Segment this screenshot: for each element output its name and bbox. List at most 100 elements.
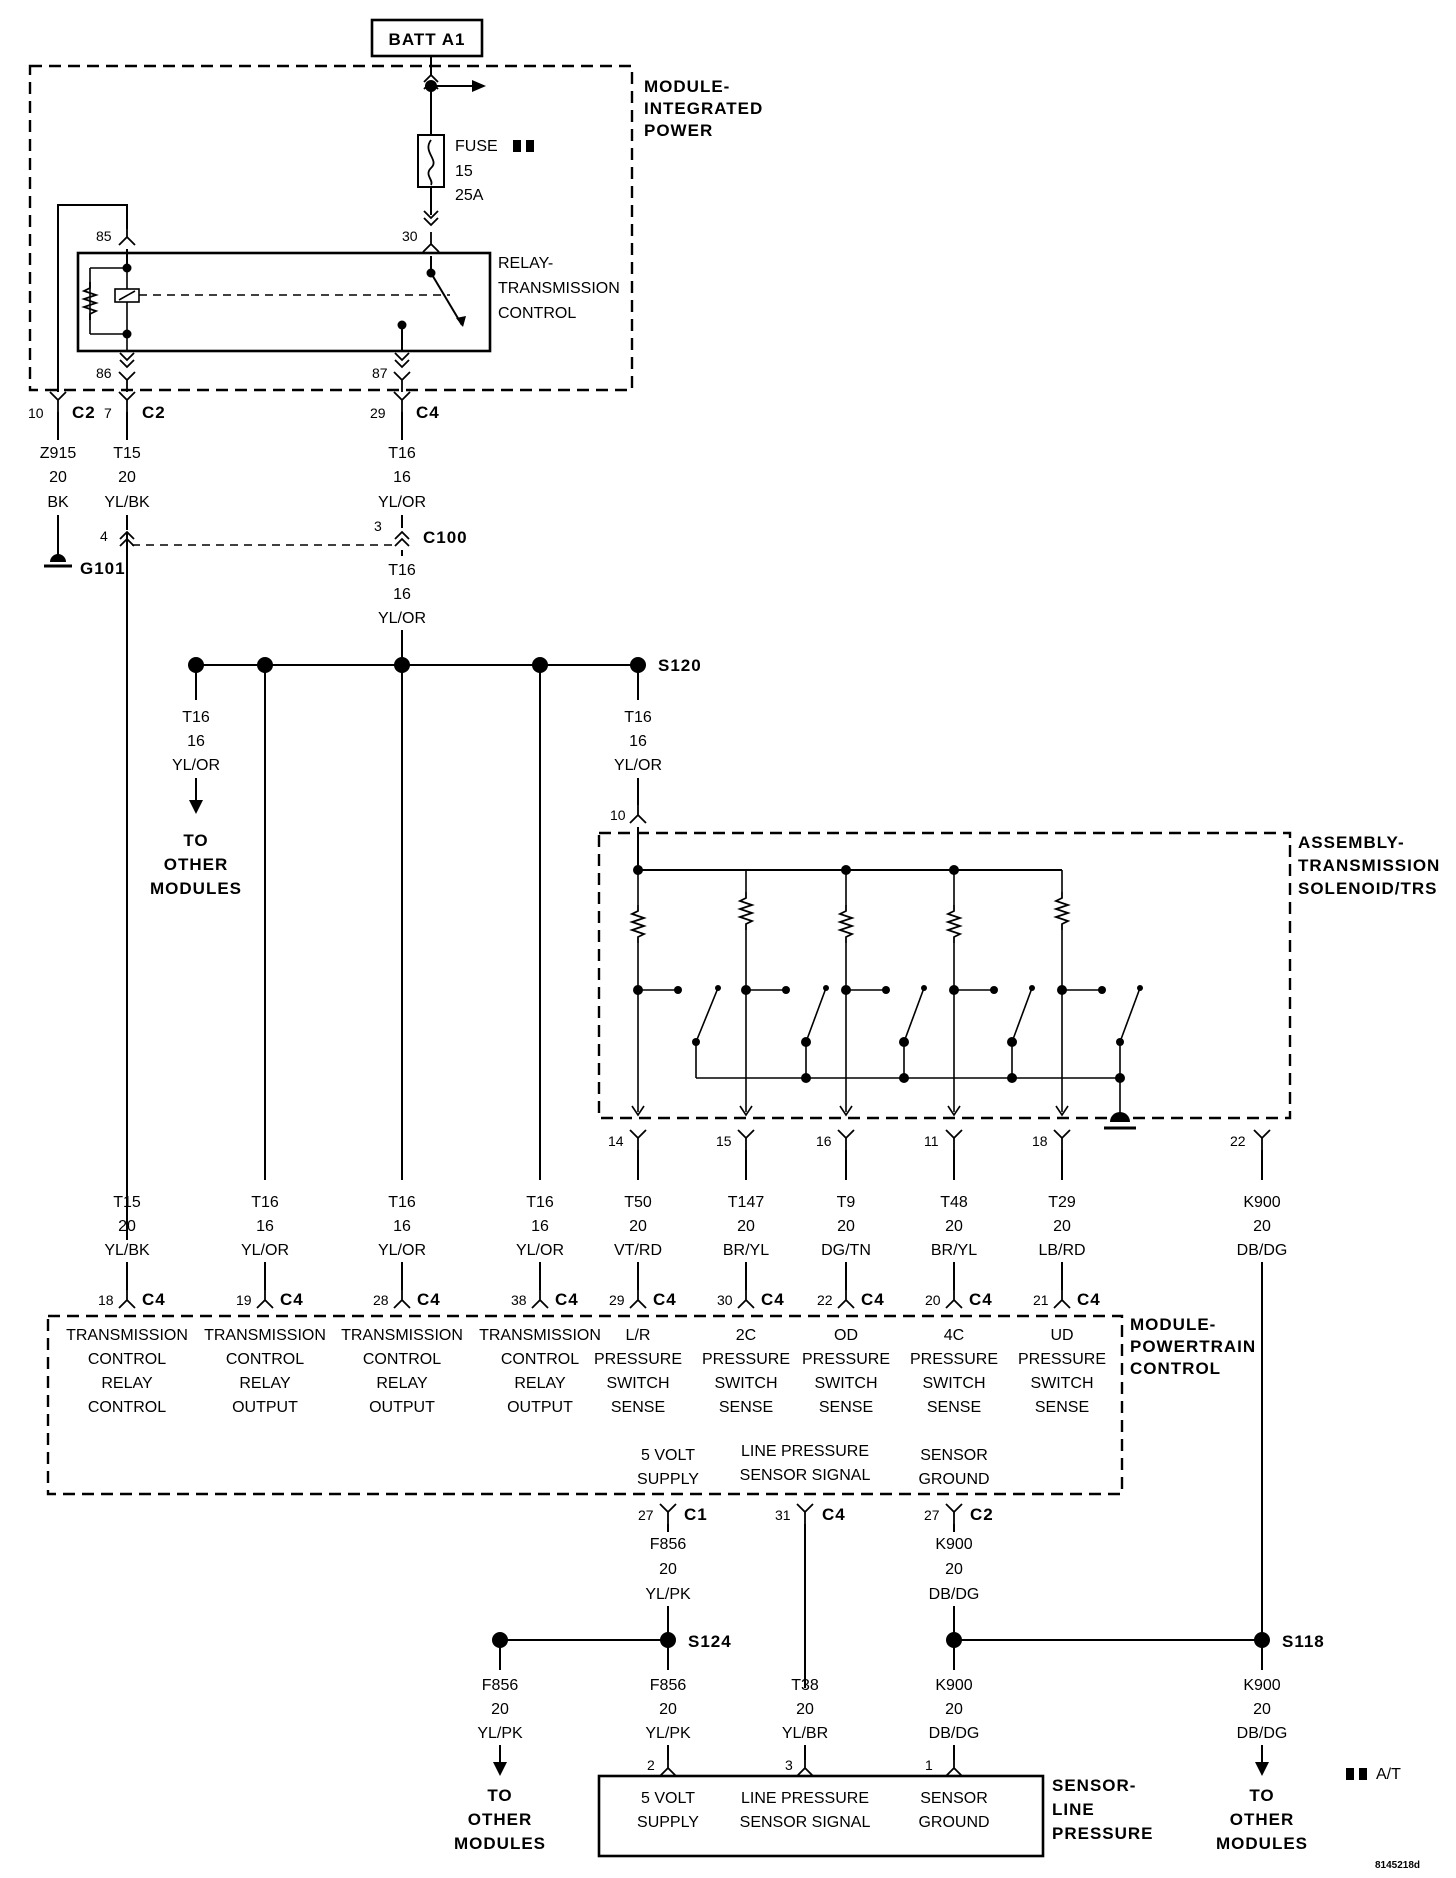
svg-text:SUPPLY: SUPPLY xyxy=(637,1471,699,1488)
svg-text:SENSE: SENSE xyxy=(1035,1399,1089,1416)
svg-text:OUTPUT: OUTPUT xyxy=(369,1399,435,1416)
svg-text:UD: UD xyxy=(1050,1327,1073,1344)
svg-text:INTEGRATED: INTEGRATED xyxy=(644,99,763,118)
svg-text:YL/BK: YL/BK xyxy=(104,494,150,511)
svg-text:K900: K900 xyxy=(935,1536,972,1553)
svg-text:LB/RD: LB/RD xyxy=(1038,1242,1085,1259)
svg-text:FUSE: FUSE xyxy=(455,138,498,155)
svg-text:29: 29 xyxy=(370,405,386,421)
svg-text:C4: C4 xyxy=(416,403,440,422)
svg-text:SUPPLY: SUPPLY xyxy=(637,1814,699,1831)
svg-text:RELAY-: RELAY- xyxy=(498,255,553,272)
svg-text:PRESSURE: PRESSURE xyxy=(594,1351,682,1368)
svg-text:86: 86 xyxy=(96,365,112,381)
trs-solenoids xyxy=(631,827,1143,1130)
svg-text:PRESSURE: PRESSURE xyxy=(1018,1351,1106,1368)
svg-text:S118: S118 xyxy=(1282,1632,1325,1651)
svg-text:YL/OR: YL/OR xyxy=(614,757,662,774)
svg-text:TO: TO xyxy=(1249,1786,1274,1805)
svg-text:CONTROL: CONTROL xyxy=(1130,1359,1221,1378)
svg-text:S124: S124 xyxy=(688,1632,732,1651)
svg-text:A/T: A/T xyxy=(1376,1766,1401,1783)
svg-text:5 VOLT: 5 VOLT xyxy=(641,1790,695,1807)
svg-text:SOLENOID/TRS: SOLENOID/TRS xyxy=(1298,879,1438,898)
svg-text:21: 21 xyxy=(1033,1292,1049,1308)
svg-text:YL/PK: YL/PK xyxy=(645,1586,691,1603)
svg-text:C4: C4 xyxy=(417,1290,441,1309)
svg-text:SWITCH: SWITCH xyxy=(922,1375,985,1392)
svg-text:POWERTRAIN: POWERTRAIN xyxy=(1130,1337,1256,1356)
wire-labels-row: T15 20 YL/BK T16 16 YL/OR T16 16 YL/OR T… xyxy=(104,1194,1287,1259)
svg-text:LINE PRESSURE: LINE PRESSURE xyxy=(741,1443,869,1460)
svg-text:T50: T50 xyxy=(624,1194,652,1211)
svg-text:16: 16 xyxy=(393,1218,411,1235)
svg-text:4C: 4C xyxy=(944,1327,964,1344)
svg-text:T16: T16 xyxy=(388,445,416,462)
svg-text:YL/OR: YL/OR xyxy=(378,494,426,511)
svg-text:20: 20 xyxy=(796,1701,814,1718)
svg-text:GROUND: GROUND xyxy=(918,1471,989,1488)
svg-text:C4: C4 xyxy=(280,1290,304,1309)
at-legend: A/T xyxy=(1346,1766,1401,1783)
svg-text:K900: K900 xyxy=(1243,1677,1280,1694)
svg-text:BR/YL: BR/YL xyxy=(931,1242,977,1259)
svg-text:30: 30 xyxy=(717,1292,733,1308)
svg-text:85: 85 xyxy=(96,228,112,244)
svg-text:C4: C4 xyxy=(761,1290,785,1309)
svg-text:ASSEMBLY-: ASSEMBLY- xyxy=(1298,833,1405,852)
svg-text:20: 20 xyxy=(49,469,67,486)
svg-text:SENSOR: SENSOR xyxy=(920,1447,988,1464)
svg-text:OTHER: OTHER xyxy=(1230,1810,1295,1829)
svg-text:T16: T16 xyxy=(388,1194,416,1211)
svg-text:SENSE: SENSE xyxy=(819,1399,873,1416)
svg-text:11: 11 xyxy=(924,1133,939,1149)
svg-text:LINE PRESSURE: LINE PRESSURE xyxy=(741,1790,869,1807)
svg-text:16: 16 xyxy=(393,586,411,603)
pcm-box xyxy=(46,1314,1124,1496)
svg-text:C2: C2 xyxy=(72,403,96,422)
svg-text:87: 87 xyxy=(372,365,388,381)
svg-text:YL/PK: YL/PK xyxy=(477,1725,523,1742)
svg-text:PRESSURE: PRESSURE xyxy=(910,1351,998,1368)
svg-text:T48: T48 xyxy=(940,1194,968,1211)
svg-text:BR/YL: BR/YL xyxy=(723,1242,769,1259)
svg-text:16: 16 xyxy=(187,733,205,750)
pcm-function-labels: TRANSMISSION CONTROL RELAY CONTROL TRANS… xyxy=(66,1327,1106,1488)
svg-text:29: 29 xyxy=(609,1292,625,1308)
svg-text:3: 3 xyxy=(374,518,382,534)
svg-text:K900: K900 xyxy=(935,1677,972,1694)
svg-text:18: 18 xyxy=(1032,1133,1048,1149)
svg-text:T16: T16 xyxy=(251,1194,279,1211)
svg-text:T16: T16 xyxy=(388,562,416,579)
svg-text:20: 20 xyxy=(925,1292,941,1308)
svg-text:20: 20 xyxy=(629,1218,647,1235)
svg-text:3: 3 xyxy=(785,1757,793,1773)
svg-text:PRESSURE: PRESSURE xyxy=(1052,1824,1154,1843)
svg-text:SWITCH: SWITCH xyxy=(814,1375,877,1392)
svg-text:OUTPUT: OUTPUT xyxy=(507,1399,573,1416)
svg-text:SENSOR SIGNAL: SENSOR SIGNAL xyxy=(740,1814,871,1831)
svg-text:20: 20 xyxy=(118,1218,136,1235)
svg-text:15: 15 xyxy=(716,1133,732,1149)
svg-text:2: 2 xyxy=(647,1757,655,1773)
svg-text:OUTPUT: OUTPUT xyxy=(232,1399,298,1416)
svg-text:C2: C2 xyxy=(142,403,166,422)
svg-text:TRANSMISSION: TRANSMISSION xyxy=(498,280,620,297)
svg-text:C4: C4 xyxy=(142,1290,166,1309)
svg-text:VT/RD: VT/RD xyxy=(614,1242,662,1259)
svg-text:RELAY: RELAY xyxy=(514,1375,566,1392)
svg-text:SENSOR-: SENSOR- xyxy=(1052,1776,1136,1795)
svg-text:16: 16 xyxy=(531,1218,549,1235)
svg-text:19: 19 xyxy=(236,1292,252,1308)
svg-text:5 VOLT: 5 VOLT xyxy=(641,1447,695,1464)
svg-text:MODULES: MODULES xyxy=(1216,1834,1308,1853)
svg-text:MODULES: MODULES xyxy=(150,879,242,898)
svg-text:20: 20 xyxy=(659,1561,677,1578)
svg-text:T15: T15 xyxy=(113,1194,141,1211)
svg-text:SWITCH: SWITCH xyxy=(714,1375,777,1392)
svg-text:CONTROL: CONTROL xyxy=(363,1351,441,1368)
svg-text:YL/OR: YL/OR xyxy=(378,1242,426,1259)
svg-text:28: 28 xyxy=(373,1292,389,1308)
svg-text:7: 7 xyxy=(104,405,112,421)
